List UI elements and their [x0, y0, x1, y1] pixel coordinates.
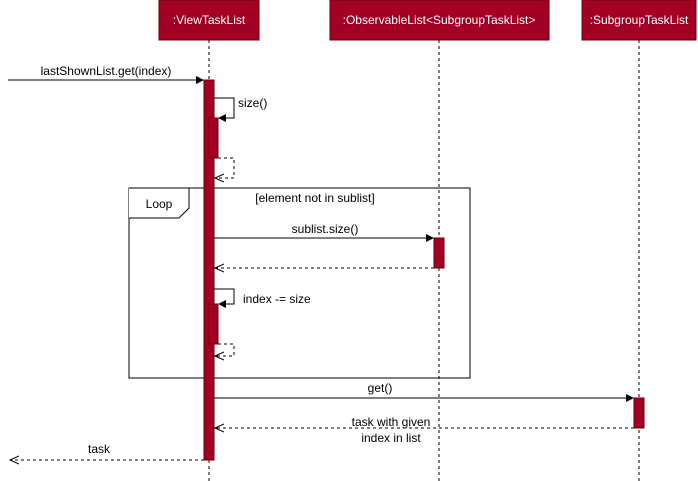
participant-viewtasklist: :ViewTaskList: [158, 0, 260, 41]
message-label: get(): [368, 381, 393, 395]
message-label: size(): [238, 96, 267, 110]
message-self-size: [214, 97, 235, 122]
message-index-update: [214, 288, 235, 308]
participant-label: :ViewTaskList: [173, 13, 246, 27]
message-index-update-return: [215, 343, 235, 356]
participant-subgrouptasklist: :SubgroupTaskList: [581, 0, 697, 41]
loop-label: Loop: [146, 197, 173, 211]
message-label: index in list: [361, 431, 421, 445]
loop-guard: [element not in sublist]: [255, 191, 374, 205]
participant-label: :ObservableList<SubgroupTaskList>: [343, 13, 536, 27]
message-self-size-return: [215, 157, 235, 178]
message-label: task: [88, 442, 111, 456]
message-label: lastShownList.get(index): [41, 64, 172, 78]
participant-label: :SubgroupTaskList: [590, 13, 689, 27]
participant-observablelist: :ObservableList<SubgroupTaskList>: [329, 0, 550, 41]
activation-subgrouptasklist: [633, 397, 645, 429]
message-label: task with given: [352, 415, 431, 429]
loop-fragment: Loop [element not in sublist]: [128, 187, 471, 379]
activation-index-update: [207, 303, 219, 345]
activation-observablelist: [433, 237, 445, 269]
activation-size-call: [207, 117, 219, 159]
message-label: index -= size: [243, 292, 311, 306]
message-label: sublist.size(): [292, 222, 359, 236]
